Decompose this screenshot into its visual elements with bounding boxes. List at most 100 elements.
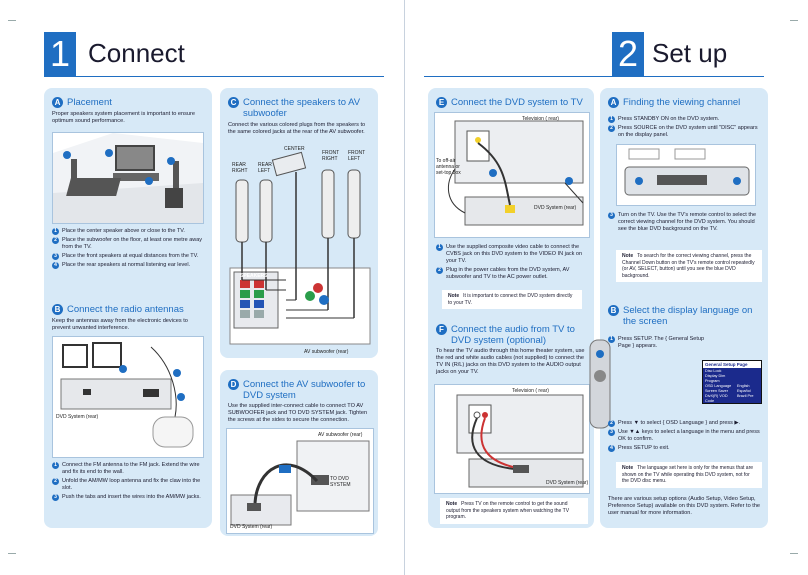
subwoofer-rear-label: AV subwoofer (rear) bbox=[318, 432, 363, 438]
section-letter-badge: F bbox=[436, 324, 447, 335]
room-illustration bbox=[53, 133, 203, 223]
section-title: Placement bbox=[67, 97, 112, 108]
osd-menu-title: General Setup Page bbox=[703, 361, 761, 368]
dvd-tv-illustration bbox=[434, 112, 590, 238]
subwoofer-dvd-illustration bbox=[226, 428, 374, 534]
section-intro: Use the supplied inter-connect cable to … bbox=[228, 403, 368, 423]
header-rule bbox=[44, 76, 384, 77]
note-text: To search for the correct viewing channe… bbox=[622, 253, 755, 279]
section-title: Connect the AV subwoofer to DVD system bbox=[243, 379, 366, 401]
section-letter-badge: A bbox=[608, 97, 619, 108]
section-letter-badge: D bbox=[228, 379, 239, 390]
note-label: Note bbox=[622, 465, 634, 471]
dvd-rear-label: DVD System (rear) bbox=[534, 205, 577, 211]
section-intro: To hear the TV audio through this home t… bbox=[436, 348, 585, 375]
audio-tv-illustration bbox=[434, 384, 590, 494]
osd-menu-item[interactable]: Display Dim bbox=[705, 374, 726, 378]
dvd-rear-label: DVD System (rear) bbox=[230, 524, 273, 530]
section-title: Finding the viewing channel bbox=[623, 97, 741, 108]
section-heading: B Select the display language on the scr… bbox=[608, 305, 763, 327]
section-title: Connect the speakers to AV subwoofer bbox=[243, 97, 361, 119]
speaker-wiring-illustration bbox=[229, 151, 371, 345]
section-heading: B Connect the radio antennas bbox=[52, 304, 184, 315]
osd-menu-item[interactable]: DivX(R) VOD Code bbox=[705, 394, 728, 403]
section-intro: Keep the antennas away from the electron… bbox=[52, 318, 188, 331]
section-letter-badge: C bbox=[228, 97, 239, 108]
osd-menu-value[interactable]: Español bbox=[737, 389, 751, 393]
header-rule bbox=[424, 76, 764, 77]
osd-menu-item[interactable]: Screen Saver bbox=[705, 389, 729, 393]
osd-menu-value[interactable]: Brazil Pre bbox=[737, 394, 754, 398]
section-title: Select the display language on the scree… bbox=[623, 305, 753, 327]
section-letter-badge: E bbox=[436, 97, 447, 108]
page-fold bbox=[404, 0, 405, 575]
section-intro: Connect the various colored plugs from t… bbox=[228, 122, 366, 135]
dvd-front-illustration bbox=[616, 144, 756, 206]
osd-menu-item[interactable]: Program bbox=[705, 379, 720, 383]
speaker-label-rear-left: REAR LEFT bbox=[258, 162, 272, 174]
osd-menu-items: Disc Lock Display Dim Program OSD Langua… bbox=[705, 369, 735, 404]
remote-illustration bbox=[589, 339, 611, 429]
osd-menu-item[interactable]: OSD Language bbox=[705, 384, 732, 388]
antenna-illustration bbox=[52, 336, 204, 458]
section-heading: A Placement bbox=[52, 97, 112, 108]
crop-mark bbox=[8, 553, 16, 554]
note-label: Note bbox=[446, 501, 458, 507]
section-heading: C Connect the speakers to AV subwoofer bbox=[228, 97, 373, 119]
note-text: Press TV on the remote control to get th… bbox=[446, 501, 570, 520]
subwoofer-rear-label: AV subwoofer (rear) bbox=[304, 349, 349, 355]
tv-rear-label: Television ( rear) bbox=[522, 116, 559, 122]
page-number-badge: 1 bbox=[44, 32, 76, 76]
to-dvd-jack-label: TO DVD SYSTEM bbox=[330, 476, 351, 488]
offair-label: To off-air antenna or set-top box bbox=[436, 158, 461, 176]
speaker-label-rear-right: REAR RIGHT bbox=[232, 162, 248, 174]
speaker-label-front-left: FRONT LEFT bbox=[348, 150, 366, 162]
section-heading: F Connect the audio from TV to DVD syste… bbox=[436, 324, 586, 346]
section-heading: A Finding the viewing channel bbox=[608, 97, 740, 108]
osd-menu-item[interactable]: Disc Lock bbox=[705, 369, 722, 373]
section-letter-badge: A bbox=[52, 97, 63, 108]
note-label: Note bbox=[622, 253, 634, 259]
speaker-label-center: CENTER bbox=[284, 146, 305, 152]
speaker-label-front-right: FRONT RIGHT bbox=[322, 150, 340, 162]
speakers-panel-label: SPEAKERS bbox=[240, 273, 268, 279]
osd-menu: General Setup Page Disc Lock Display Dim… bbox=[702, 360, 762, 404]
crop-mark bbox=[790, 20, 798, 21]
tv-rear-label: Television ( rear) bbox=[512, 388, 549, 394]
osd-menu-values: English Español Brazil Pre bbox=[737, 384, 753, 404]
section-intro: Proper speakers system placement is impo… bbox=[52, 111, 196, 124]
section-title: Connect the audio from TV to DVD system … bbox=[451, 324, 575, 346]
crop-mark bbox=[8, 20, 16, 21]
crop-mark bbox=[790, 553, 798, 554]
page-title: Set up bbox=[652, 38, 728, 68]
page-number-badge: 2 bbox=[612, 32, 644, 76]
placement-illustration bbox=[52, 132, 204, 224]
osd-menu-value[interactable]: English bbox=[737, 384, 750, 388]
section-letter-badge: B bbox=[608, 305, 619, 316]
section-heading: D Connect the AV subwoofer to DVD system bbox=[228, 379, 373, 401]
